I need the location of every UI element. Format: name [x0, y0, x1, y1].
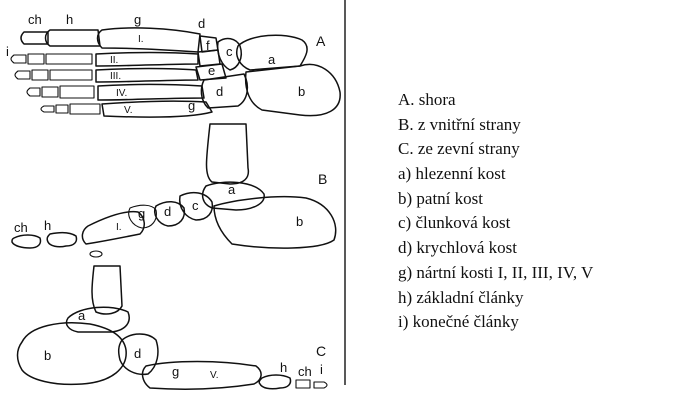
view-label-c: C: [316, 343, 326, 359]
proximal-phalanx-5-a: [70, 104, 100, 114]
label-h-b: h: [44, 218, 51, 233]
label-b-a: b: [298, 84, 305, 99]
label-g2-a: g: [188, 98, 195, 113]
middle-phalanx-5-a: [56, 105, 68, 113]
foot-bones-drawing: ch h g d i I. II. III. IV. V. f c e d a …: [0, 0, 346, 414]
label-c-a: c: [226, 44, 233, 59]
legend: A. shora B. z vnitřní strany C. ze zevní…: [398, 88, 593, 335]
label-h-a: h: [66, 12, 73, 27]
label-f-a: f: [206, 38, 210, 53]
proximal-phalanx-3-a: [50, 70, 92, 80]
label-g-c: g: [172, 364, 179, 379]
label-e-a: e: [208, 63, 215, 78]
metatarsal-1-b: [82, 212, 144, 244]
proximal-phalanx-1-a: [46, 30, 101, 46]
label-c-b: c: [192, 198, 199, 213]
numeral-4-a: IV.: [116, 88, 127, 99]
label-ch-c: ch: [298, 364, 312, 379]
legend-item-i: i) konečné články: [398, 310, 593, 335]
distal-phalanx-2-a: [11, 55, 26, 63]
middle-phalanx-2-a: [28, 54, 44, 64]
metatarsal-5-c: [143, 362, 262, 390]
legend-item-d: d) krychlová kost: [398, 236, 593, 261]
label-d-c: d: [134, 346, 141, 361]
distal-phalanx-1-a: [21, 32, 48, 44]
tibia-b: [207, 124, 249, 184]
label-b-c: b: [44, 348, 51, 363]
distal-phalanx-3-a: [15, 71, 30, 79]
numeral-2-a: II.: [110, 55, 118, 66]
cuboid-a: [201, 74, 247, 108]
legend-view-b: B. z vnitřní strany: [398, 113, 593, 138]
numeral-3-a: III.: [110, 71, 121, 82]
label-b-b: b: [296, 214, 303, 229]
legend-item-c: c) člunková kost: [398, 211, 593, 236]
label-d-b: d: [164, 204, 171, 219]
legend-item-h: h) základní články: [398, 286, 593, 311]
label-a-b: a: [228, 182, 236, 197]
label-g-b: g: [138, 206, 145, 221]
foot-bones-figure: ch h g d i I. II. III. IV. V. f c e d a …: [0, 0, 346, 414]
label-h-c: h: [280, 360, 287, 375]
legend-item-a: a) hlezenní kost: [398, 162, 593, 187]
label-g-a: g: [134, 12, 141, 27]
label-a-c: a: [78, 308, 86, 323]
middle-phalanx-3-a: [32, 70, 48, 80]
distal-phalanx-5-a: [41, 106, 54, 112]
middle-phalanx-4-a: [42, 87, 58, 97]
view-a-top: ch h g d i I. II. III. IV. V. f c e d a …: [6, 12, 340, 117]
view-label-a: A: [316, 33, 326, 49]
legend-view-c: C. ze zevní strany: [398, 137, 593, 162]
proximal-phalanx-4-a: [60, 86, 94, 98]
view-c-lateral: a b d g V. h ch i C: [18, 266, 328, 389]
metatarsal-1-a: [98, 28, 201, 52]
calcaneus-a: [246, 64, 341, 115]
label-d-top-a: d: [198, 16, 205, 31]
legend-item-b: b) patní kost: [398, 187, 593, 212]
legend-item-g: g) nártní kosti I, II, III, IV, V: [398, 261, 593, 286]
view-label-b: B: [318, 171, 327, 187]
talus-c: [66, 307, 129, 332]
distal-phalanx-c: [314, 382, 327, 388]
label-ch-a: ch: [28, 12, 42, 27]
proximal-phalanx-2-a: [46, 54, 92, 64]
label-ch-b: ch: [14, 220, 28, 235]
label-i-a: i: [6, 44, 9, 59]
numeral-5-c: V.: [210, 370, 219, 381]
calcaneus-b: [214, 197, 336, 248]
distal-phalanx-4-a: [27, 88, 40, 96]
legend-view-a: A. shora: [398, 88, 593, 113]
proximal-phalanx-b: [47, 233, 76, 247]
view-b-medial: ch h I. g d c a b B: [12, 124, 336, 257]
numeral-1-b: I.: [116, 222, 122, 233]
distal-phalanx-b: [12, 235, 41, 248]
metatarsal-5-a: [102, 101, 212, 117]
middle-phalanx-c: [296, 380, 310, 388]
sesamoid-b: [90, 251, 102, 257]
numeral-1-a: I.: [138, 34, 144, 45]
proximal-phalanx-c: [259, 375, 290, 389]
label-d-a: d: [216, 84, 223, 99]
label-a-a: a: [268, 52, 276, 67]
numeral-5-a: V.: [124, 105, 133, 116]
label-i-c: i: [320, 362, 323, 377]
